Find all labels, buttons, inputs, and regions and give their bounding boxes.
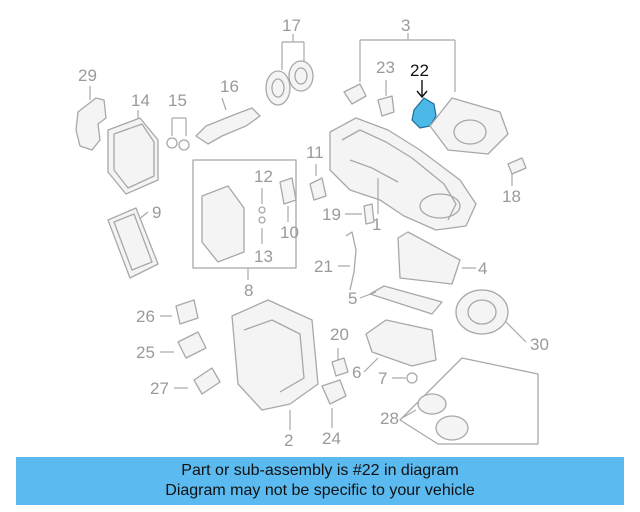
callout-25: 25 bbox=[136, 343, 155, 362]
part-20-sensor bbox=[331, 357, 349, 377]
callout-29: 29 bbox=[78, 66, 97, 85]
callout-4: 4 bbox=[478, 259, 487, 278]
callout-6: 6 bbox=[352, 363, 361, 382]
part-5-seal bbox=[369, 285, 443, 315]
callout-3: 3 bbox=[401, 16, 410, 35]
callout-30: 30 bbox=[530, 335, 549, 354]
part-17-gaskets bbox=[265, 60, 314, 106]
part-3-actuator bbox=[343, 83, 367, 105]
callout-12: 12 bbox=[254, 167, 273, 186]
part-22-highlighted bbox=[411, 97, 437, 129]
part-8-heater-core bbox=[201, 185, 245, 263]
info-banner: Part or sub-assembly is #22 in diagram D… bbox=[16, 457, 624, 505]
part-30-blower-motor bbox=[455, 289, 509, 335]
banner-line-disclaimer: Diagram may not be specific to your vehi… bbox=[165, 482, 475, 499]
parts-diagram: 3 17 29 14 15 16 9 8 bbox=[75, 16, 549, 450]
callout-7: 7 bbox=[378, 369, 387, 388]
callout-11: 11 bbox=[306, 143, 324, 162]
part-28-motor-a bbox=[417, 393, 447, 415]
callout-26: 26 bbox=[136, 307, 155, 326]
callout-13: 13 bbox=[254, 247, 273, 266]
part-15-orings bbox=[166, 117, 190, 151]
callout-21: 21 bbox=[314, 257, 333, 276]
callout-28: 28 bbox=[380, 409, 399, 428]
callout-17: 17 bbox=[282, 16, 301, 35]
callout-22: 22 bbox=[410, 61, 429, 80]
callout-16: 16 bbox=[220, 77, 239, 96]
callout-23: 23 bbox=[376, 58, 395, 77]
part-27-actuator bbox=[193, 367, 221, 395]
callout-8: 8 bbox=[244, 281, 253, 300]
part-28-motor-b bbox=[435, 415, 469, 441]
part-6-panel bbox=[365, 319, 437, 367]
part-10-valve bbox=[279, 177, 297, 205]
part-3-blower-case bbox=[429, 97, 509, 155]
callout-18: 18 bbox=[502, 187, 521, 206]
part-25-actuator bbox=[177, 331, 207, 359]
part-9-filter bbox=[107, 207, 159, 279]
callout-1: 1 bbox=[372, 215, 381, 234]
part-11-actuator bbox=[309, 177, 327, 201]
callout-10: 10 bbox=[280, 223, 299, 242]
callout-2: 2 bbox=[284, 431, 293, 450]
callout-24: 24 bbox=[322, 429, 341, 448]
part-29-duct bbox=[75, 97, 107, 151]
part-24-resistor bbox=[321, 379, 347, 405]
part-19-sensor bbox=[363, 203, 375, 225]
callout-bracket-17 bbox=[281, 34, 305, 70]
part-26-actuator bbox=[175, 299, 199, 325]
callout-bracket-3 bbox=[359, 33, 456, 92]
part-1-heater-housing bbox=[329, 117, 477, 231]
callout-9: 9 bbox=[152, 203, 161, 222]
part-21-hose bbox=[345, 231, 357, 291]
part-4-filter bbox=[397, 231, 461, 285]
part-7-screw bbox=[406, 372, 418, 384]
callout-20: 20 bbox=[330, 325, 349, 344]
callout-19: 19 bbox=[322, 205, 341, 224]
part-18-clip bbox=[507, 157, 527, 175]
part-23-motor bbox=[377, 95, 395, 117]
callout-14: 14 bbox=[131, 91, 150, 110]
part-14-evaporator bbox=[107, 117, 159, 195]
part-2-lower-case bbox=[231, 299, 319, 411]
callout-27: 27 bbox=[150, 379, 169, 398]
part-28-region bbox=[399, 357, 539, 445]
banner-line-part: Part or sub-assembly is #22 in diagram bbox=[181, 462, 459, 479]
part-16-expansion-valve bbox=[195, 107, 261, 145]
callout-5: 5 bbox=[348, 289, 357, 308]
sub-assembly-8-box bbox=[192, 159, 297, 269]
callout-15: 15 bbox=[168, 91, 187, 110]
